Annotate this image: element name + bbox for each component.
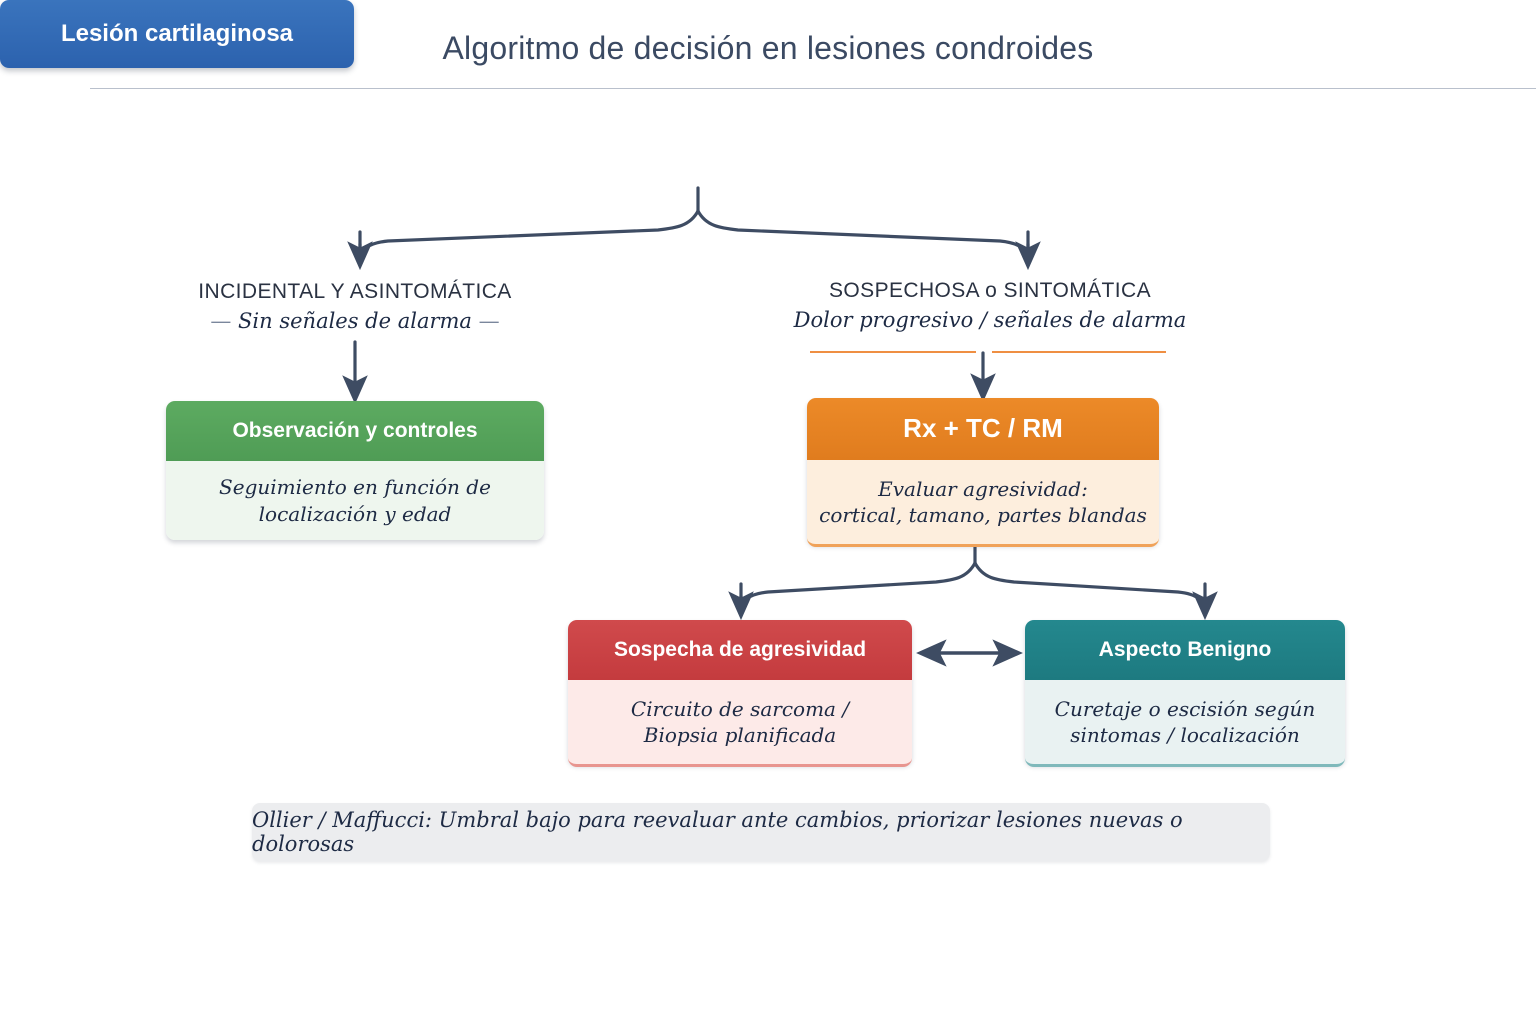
node-sospecha-agresividad-line2: Biopsia planificada xyxy=(643,723,837,747)
branch-label-incidental-sub: — Sin señales de alarma — xyxy=(120,309,590,333)
node-rx-tc-rm-body: Evaluar agresividad: cortical, tamano, p… xyxy=(807,460,1159,547)
node-observacion-line1: Seguimiento en función de xyxy=(219,475,491,500)
node-sospecha-agresividad-header: Sospecha de agresividad xyxy=(568,620,912,680)
node-lesion-cartilaginosa[interactable]: Lesión cartilaginosa xyxy=(0,0,354,68)
page-title: Algoritmo de decisión en lesiones condro… xyxy=(442,30,1094,66)
connector-root-split xyxy=(347,186,1041,271)
branch-label-incidental: INCIDENTAL Y ASINTOMÁTICA — Sin señales … xyxy=(120,280,590,333)
node-rx-tc-rm[interactable]: Rx + TC / RM Evaluar agresividad: cortic… xyxy=(807,398,1159,547)
node-aspecto-benigno-line1: Curetaje o escisión según xyxy=(1054,696,1316,721)
node-observacion-line2: localización y edad xyxy=(258,501,452,526)
node-aspecto-benigno[interactable]: Aspecto Benigno Curetaje o escisión segú… xyxy=(1025,620,1345,767)
node-aspecto-benigno-body: Curetaje o escisión según sintomas / loc… xyxy=(1025,680,1345,767)
accent-rule-right xyxy=(992,351,1166,353)
branch-label-incidental-sub-text: Sin señales de alarma xyxy=(238,309,472,333)
footer-note: Ollier / Maffucci: Umbral bajo para reev… xyxy=(252,803,1270,861)
connector-imagen-split xyxy=(728,545,1218,621)
node-lesion-cartilaginosa-label: Lesión cartilaginosa xyxy=(60,20,294,47)
node-observacion-body: Seguimiento en función de localización y… xyxy=(166,461,544,540)
node-rx-tc-rm-header: Rx + TC / RM xyxy=(807,398,1159,460)
title-divider xyxy=(90,88,1536,89)
branch-label-sospechosa-sub: Dolor progresivo / señales de alarma xyxy=(793,308,1187,332)
accent-rule-left xyxy=(810,351,976,353)
branch-label-incidental-caps: INCIDENTAL Y ASINTOMÁTICA xyxy=(198,280,512,303)
node-rx-tc-rm-line1: Evaluar agresividad: xyxy=(878,476,1088,501)
node-observacion-header: Observación y controles xyxy=(166,401,544,461)
node-aspecto-benigno-line2: sintomas / localización xyxy=(1070,723,1300,747)
node-sospecha-agresividad[interactable]: Sospecha de agresividad Circuito de sarc… xyxy=(568,620,912,767)
node-rx-tc-rm-line2: cortical, tamano, partes blandas xyxy=(819,503,1147,527)
branch-label-sospechosa: SOSPECHOSA o SINTOMÁTICA Dolor progresiv… xyxy=(760,279,1220,332)
em-dash-right-icon: — xyxy=(478,309,500,333)
node-sospecha-agresividad-line1: Circuito de sarcoma / xyxy=(630,696,850,721)
node-sospecha-agresividad-body: Circuito de sarcoma / Biopsia planificad… xyxy=(568,680,912,767)
branch-label-sospechosa-caps: SOSPECHOSA o SINTOMÁTICA xyxy=(829,279,1151,302)
node-aspecto-benigno-header: Aspecto Benigno xyxy=(1025,620,1345,680)
em-dash-left-icon: — xyxy=(210,309,232,333)
node-observacion-y-controles[interactable]: Observación y controles Seguimiento en f… xyxy=(166,401,544,540)
